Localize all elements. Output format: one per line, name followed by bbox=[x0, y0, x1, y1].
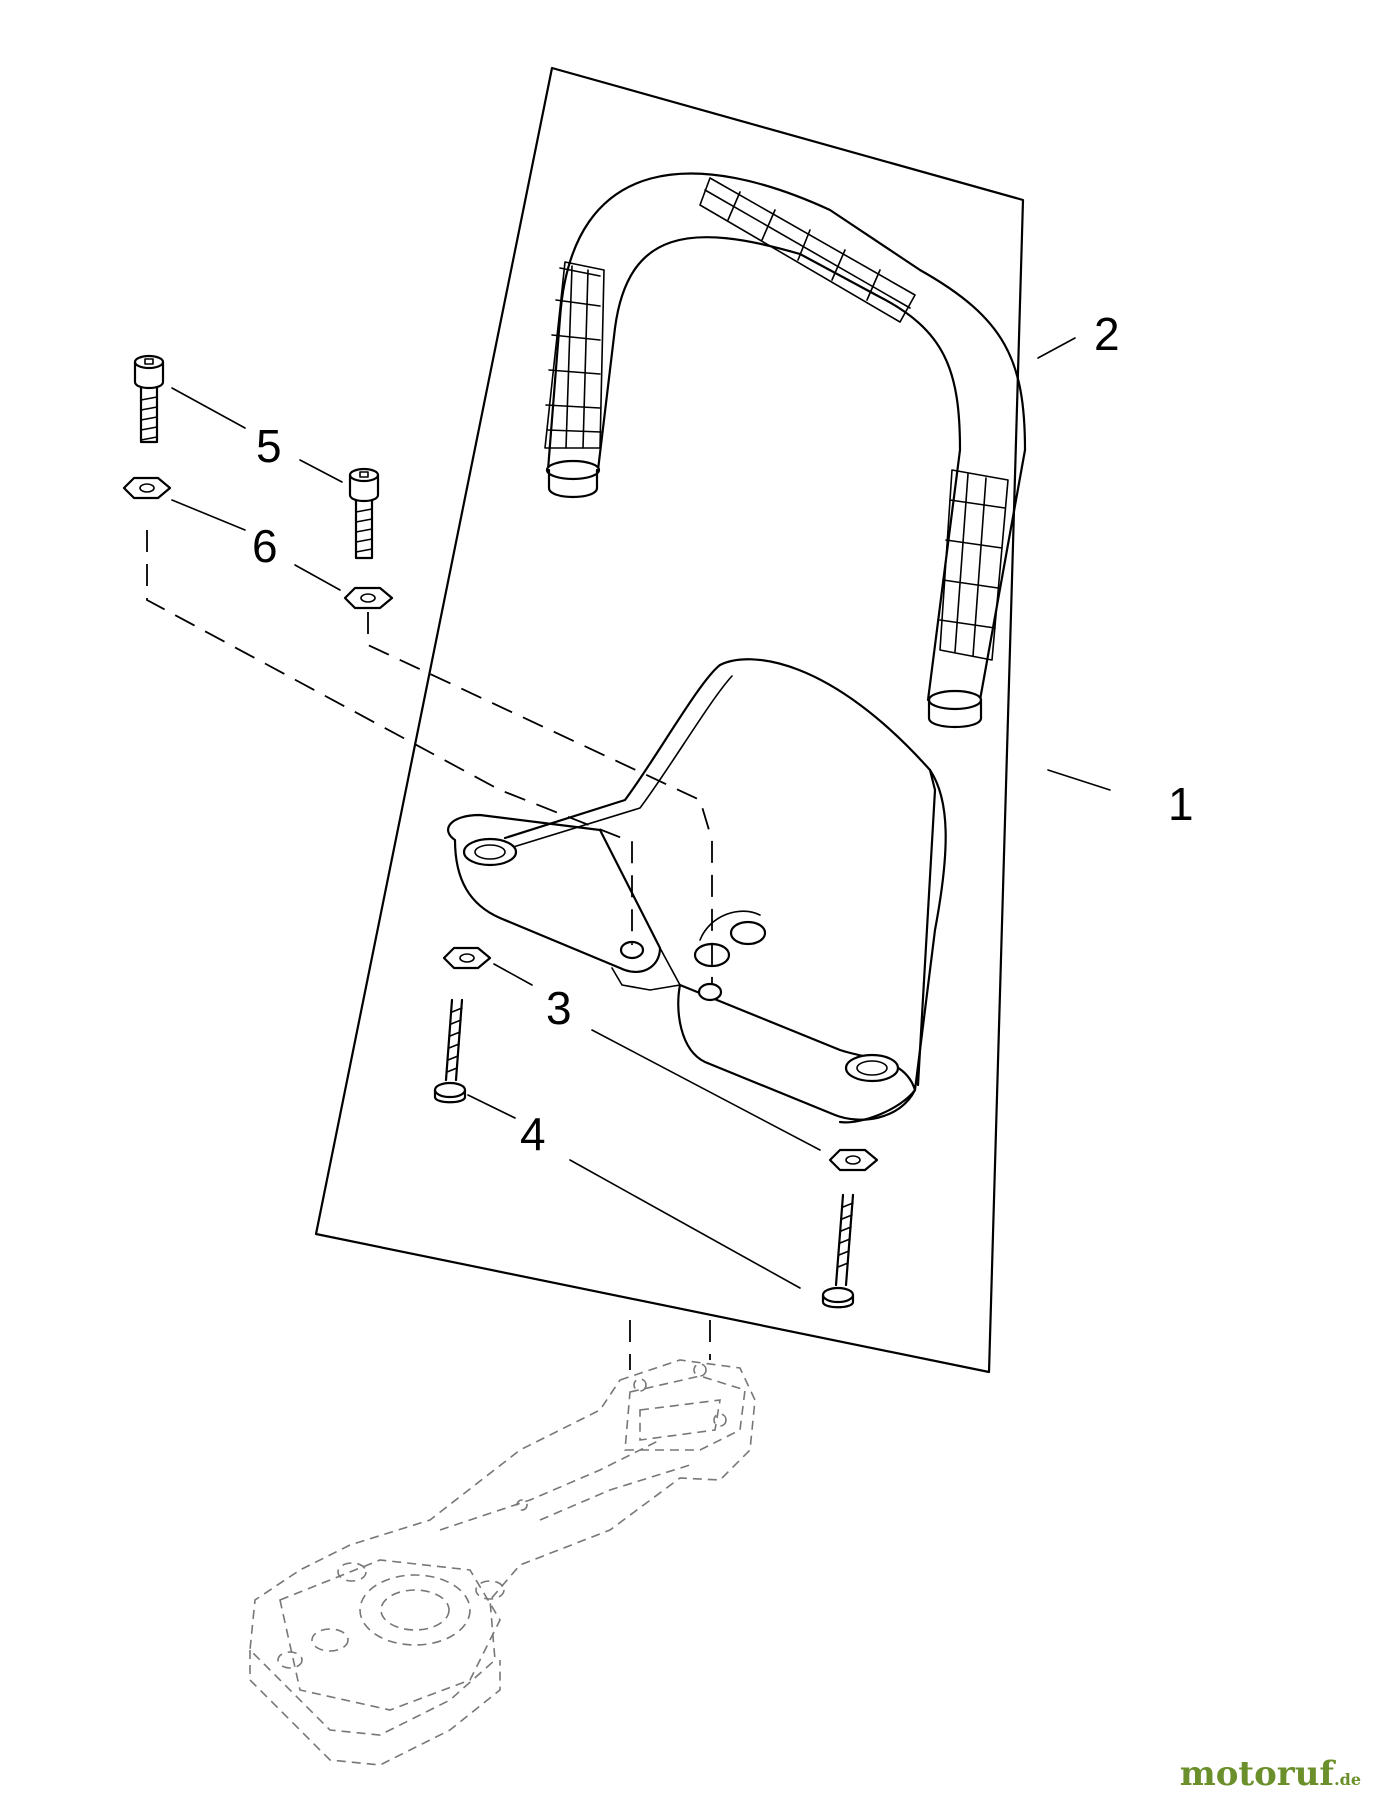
callout-numbers: 1 2 3 4 5 6 bbox=[252, 308, 1194, 1160]
assembly-guide-lines bbox=[146, 530, 713, 1370]
bolt-lower-right[interactable] bbox=[821, 1193, 855, 1309]
engine-housing bbox=[249, 1359, 756, 1766]
bolt-upper-left[interactable] bbox=[133, 354, 165, 444]
bolt-upper-right[interactable] bbox=[348, 467, 380, 560]
washer-lower-left[interactable] bbox=[442, 946, 492, 970]
callout-2: 2 bbox=[1094, 308, 1120, 360]
callout-6: 6 bbox=[252, 520, 278, 572]
assembly-frame bbox=[314, 66, 1025, 1374]
watermark-brand: motoruf bbox=[1179, 1754, 1335, 1794]
washer-upper-left[interactable] bbox=[122, 476, 172, 500]
callout-1: 1 bbox=[1168, 778, 1194, 830]
callout-3: 3 bbox=[546, 982, 572, 1034]
hand-guard-bracket[interactable] bbox=[447, 658, 947, 1124]
washer-upper-right[interactable] bbox=[343, 586, 394, 610]
washer-lower-right[interactable] bbox=[828, 1148, 879, 1172]
leader-lines bbox=[171, 337, 1111, 1289]
handle-bar[interactable] bbox=[544, 172, 1027, 728]
watermark-logo: motoruf.de bbox=[1180, 1754, 1361, 1794]
callout-5: 5 bbox=[256, 420, 282, 472]
watermark-tld: .de bbox=[1334, 1770, 1361, 1789]
callout-4: 4 bbox=[520, 1108, 546, 1160]
bolt-lower-left[interactable] bbox=[433, 998, 467, 1104]
